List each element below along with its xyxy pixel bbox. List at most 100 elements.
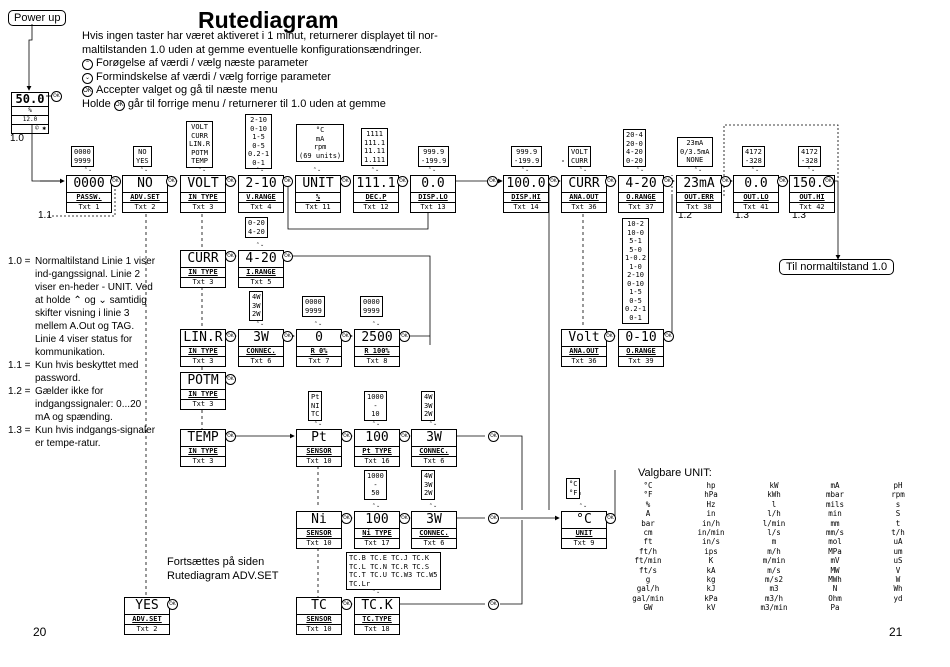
ok-icon[interactable]: OK <box>225 251 236 262</box>
up-down-icon: ⌃⌄ <box>371 421 381 427</box>
ok-icon[interactable]: OK <box>488 431 499 442</box>
up-down-icon: ⌃⌄ <box>197 167 207 173</box>
unit-item: °C <box>643 481 653 490</box>
options-i-range: 0-20 4-20 <box>245 217 268 238</box>
menu-unit[interactable]: UNIT%Txt 11 <box>295 175 341 213</box>
up-down-icon: ⌃⌄ <box>371 321 381 327</box>
ok-icon[interactable]: OK <box>777 176 788 187</box>
step-label: 1.0 <box>10 133 24 144</box>
ok-icon[interactable]: OK <box>399 513 410 524</box>
ok-icon[interactable]: OK <box>605 513 616 524</box>
unit-item: gal/h <box>636 584 660 594</box>
ok-icon[interactable]: OK <box>282 176 293 187</box>
ok-icon[interactable]: OK <box>225 431 236 442</box>
step-label: 1.3 <box>792 210 806 221</box>
unit-item: in/s <box>701 537 721 547</box>
ok-icon[interactable]: OK <box>167 599 178 610</box>
ok-icon[interactable]: OK <box>340 331 351 342</box>
unit-item: l/min <box>762 518 786 528</box>
ok-icon[interactable]: OK <box>225 331 236 342</box>
unit-item: hp <box>706 481 716 490</box>
unit-item: mA <box>830 481 840 490</box>
ok-icon[interactable]: OK <box>823 176 834 187</box>
ok-icon[interactable]: OK <box>399 431 410 442</box>
ok-icon[interactable]: OK <box>720 176 731 187</box>
ok-icon[interactable]: OK <box>487 176 498 187</box>
options-v-range: 2-10 0-10 1-5 0-5 0.2-1 0-1 <box>245 114 273 169</box>
ok-icon[interactable]: OK <box>225 374 236 385</box>
ok-icon[interactable]: OK <box>341 513 352 524</box>
unit-item: m/s <box>767 565 781 575</box>
ok-icon[interactable]: OK <box>341 431 352 442</box>
ok-icon[interactable]: OK <box>605 176 616 187</box>
ok-icon[interactable]: OK <box>604 331 615 342</box>
unit-item: kW <box>769 481 779 490</box>
ok-icon[interactable]: OK <box>166 176 177 187</box>
ok-icon[interactable]: OK <box>488 599 499 610</box>
unit-item: rpm <box>891 490 905 500</box>
ok-icon[interactable]: OK <box>282 251 293 262</box>
ok-icon[interactable]: OK <box>548 176 559 187</box>
up-down-icon: ⌃⌄ <box>139 167 149 173</box>
ok-icon[interactable]: OK <box>341 599 352 610</box>
intro-line: Hvis ingen taster har været aktiveret i … <box>82 30 438 42</box>
decrease-legend: ⌄Formindskelse af værdi / vælg forrige p… <box>82 71 442 85</box>
ok-icon[interactable]: OK <box>662 176 673 187</box>
options-pt-type: 1000 - 10 <box>364 391 387 421</box>
unit-item: l/h <box>767 509 781 519</box>
unit-item: ft/h <box>638 546 658 556</box>
ok-icon[interactable]: OK <box>282 331 293 342</box>
ok-icon[interactable]: OK <box>340 176 351 187</box>
options-unit-degc: °C °F <box>566 478 581 499</box>
up-down-icon: ⌃⌄ <box>427 167 437 173</box>
ok-icon[interactable]: OK <box>663 331 674 342</box>
up-down-icon: ⌃⌄ <box>520 167 530 173</box>
unit-item: g <box>645 575 651 585</box>
unit-item: kJ <box>706 584 716 594</box>
ok-icon[interactable]: OK <box>110 176 121 187</box>
ok-icon[interactable]: OK <box>225 176 236 187</box>
options-ana-out: VOLT CURR <box>568 146 591 167</box>
unit-item: kPa <box>704 593 718 603</box>
ok-icon[interactable]: OK <box>397 176 408 187</box>
unit-item: in/min <box>697 528 725 538</box>
ok-icon[interactable]: OK <box>488 513 499 524</box>
unit-item: kA <box>706 565 716 575</box>
page-number-left: 20 <box>33 625 47 639</box>
ok-icon[interactable]: OK <box>399 331 410 342</box>
